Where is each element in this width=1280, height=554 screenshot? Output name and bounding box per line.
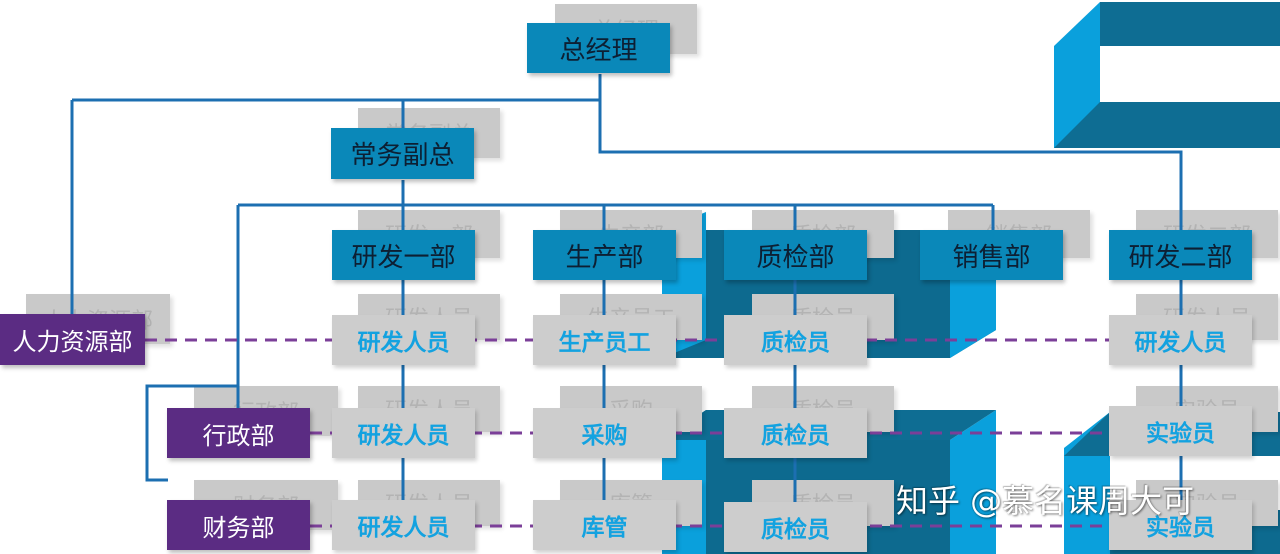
dept-sales-box: 销售部 — [920, 230, 1063, 280]
staff-qc-1: 质检员 — [724, 315, 867, 365]
staff-rd1-1: 研发人员 — [332, 315, 475, 365]
bracket-top-right — [1100, 2, 1280, 46]
staff-prod-2: 采购 — [533, 408, 676, 458]
gm-box: 总经理 — [527, 23, 670, 73]
side-finance-box: 财务部 — [167, 500, 310, 550]
dept-rd1-box: 研发一部 — [332, 230, 475, 280]
frame-bottom-right — [950, 410, 996, 554]
staff-qc-3: 质检员 — [724, 502, 867, 552]
dept-qc-label: 质检部 — [756, 242, 835, 273]
dept-qc-box: 质检部 — [724, 230, 867, 280]
dept-prod-label: 生产部 — [565, 242, 644, 273]
bracket-top-right-face — [1054, 2, 1100, 148]
side-admin-box: 行政部 — [167, 408, 310, 458]
bracket-top-right-bottom — [1054, 102, 1280, 148]
staff-rd1-3: 研发人员 — [332, 500, 475, 550]
dept-rd2-label: 研发二部 — [1128, 242, 1233, 273]
watermark: 知乎 @慕名课周大可 — [896, 482, 1195, 520]
dept-rd2-box: 研发二部 — [1109, 230, 1252, 280]
deputy-label: 常务副总 — [350, 141, 455, 171]
side-hr-box: 人力资源部 — [0, 314, 145, 365]
gm-label: 总经理 — [559, 35, 638, 66]
line-gm-down — [598, 74, 1183, 230]
staff-qc-2: 质检员 — [724, 408, 867, 458]
staff-rd2-2: 实验员 — [1109, 406, 1252, 456]
dept-sales-label: 销售部 — [952, 242, 1031, 273]
staff-rd1-2: 研发人员 — [332, 408, 475, 458]
staff-rd2-1: 研发人员 — [1109, 315, 1252, 365]
side-finance-label: 财务部 — [202, 513, 275, 542]
staff-prod-1: 生产员工 — [533, 315, 676, 365]
staff-prod-3: 库管 — [533, 500, 676, 550]
line-admin-finance-bracket — [145, 384, 238, 482]
side-hr-label: 人力资源部 — [12, 328, 133, 356]
deputy-box: 常务副总 — [331, 128, 474, 179]
dept-prod-box: 生产部 — [533, 230, 676, 280]
side-admin-label: 行政部 — [202, 421, 275, 450]
dept-rd1-label: 研发一部 — [351, 242, 456, 273]
staff-rd2-3: 实验员 — [1109, 500, 1252, 550]
